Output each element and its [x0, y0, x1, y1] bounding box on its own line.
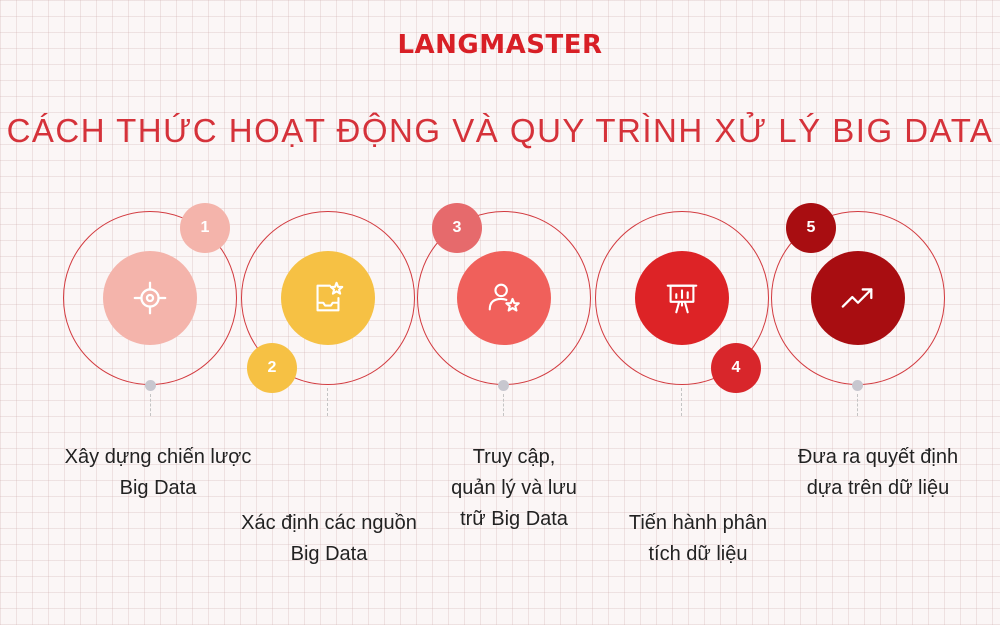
step-2-badge: 2: [247, 343, 297, 393]
step-4-circle: [635, 251, 729, 345]
step-2-ring: [241, 211, 415, 385]
step-1-badge: 1: [180, 203, 230, 253]
trend-up-icon: [841, 288, 873, 308]
target-icon: [133, 281, 167, 315]
page-title: CÁCH THỨC HOẠT ĐỘNG VÀ QUY TRÌNH XỬ LÝ B…: [6, 112, 994, 149]
step-2-label: Xác định các nguồn Big Data: [241, 512, 417, 565]
step-1-connector-line: [150, 394, 151, 416]
step-3-connector-line: [503, 394, 504, 416]
step-1-circle: [103, 251, 197, 345]
document-star-icon: [316, 281, 344, 312]
step-5-label: Đưa ra quyết định dựa trên dữ liệu: [797, 446, 959, 499]
step-3-badge: 3: [432, 203, 482, 253]
step-5-circle: [811, 251, 905, 345]
step-3-connector-dot: [498, 380, 509, 391]
step-5-badge: 5: [786, 203, 836, 253]
step-2-circle: [281, 251, 375, 345]
step-4-ring: [595, 211, 769, 385]
step-4-badge: 4: [711, 343, 761, 393]
presentation-chart-icon: [666, 284, 698, 314]
step-1-connector-dot: [145, 380, 156, 391]
user-star-icon: [488, 283, 520, 312]
step-2-connector-line: [327, 388, 328, 416]
step-1-label: Xây dựng chiến lược Big Data: [64, 446, 252, 499]
langmaster-logo: LANGMASTER: [397, 30, 603, 60]
step-5-connector-line: [857, 394, 858, 416]
step-5-connector-dot: [852, 380, 863, 391]
step-4-connector-line: [681, 388, 682, 416]
step-4-label: Tiến hành phân tích dữ liệu: [628, 512, 768, 565]
step-3-circle: [457, 251, 551, 345]
step-3-label: Truy cập, quản lý và lưu trữ Big Data: [451, 446, 577, 530]
